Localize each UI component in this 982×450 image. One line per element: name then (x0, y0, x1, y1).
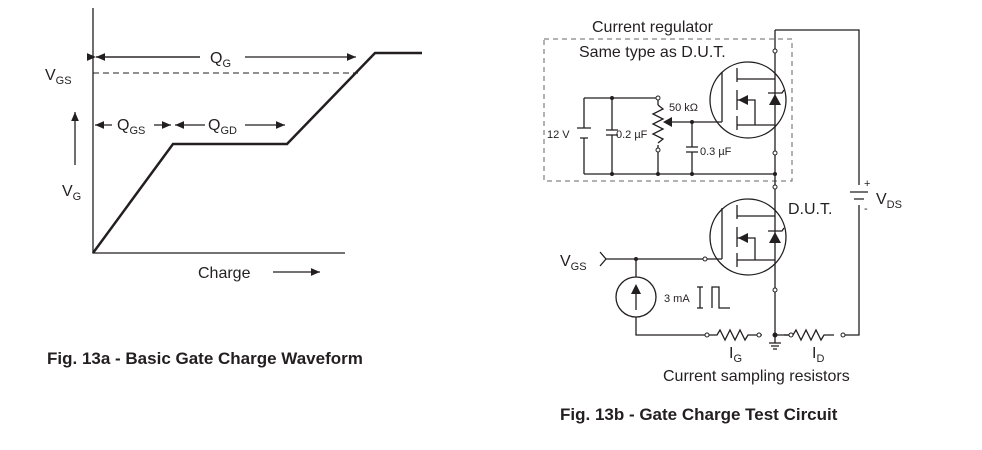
dut-mosfet (709, 198, 787, 276)
resistors-label: Current sampling resistors (663, 368, 850, 385)
svg-text:0.3 µF: 0.3 µF (700, 146, 732, 158)
regulator-box (543, 38, 793, 182)
svg-text:3 mA: 3 mA (664, 293, 690, 305)
ground-icon (769, 335, 781, 350)
gate-charge-waveform: QG QGS QGD VGS VG Charge Fig. 13a - Basi… (45, 8, 422, 368)
svg-text:0.2 µF: 0.2 µF (616, 129, 648, 141)
fig-13b-caption: Fig. 13b - Gate Charge Test Circuit (560, 405, 838, 424)
gate-charge-test-circuit: Current regulator Same type as D.U.T. + … (543, 19, 902, 424)
charge-label: Charge (198, 265, 251, 282)
svg-text:-: - (864, 203, 868, 215)
waveform-line (91, 51, 422, 254)
qgs-label: QGS (117, 117, 145, 137)
fig-13a-caption: Fig. 13a - Basic Gate Charge Waveform (47, 349, 363, 368)
qgd-label: QGD (208, 117, 237, 137)
svg-text:+: + (864, 178, 870, 190)
regulator-mosfet (709, 61, 787, 139)
svg-text:12 V: 12 V (547, 129, 570, 141)
vg-label: VG (62, 183, 81, 203)
ig-label: IG (729, 345, 742, 365)
vds-battery (850, 191, 868, 200)
svg-text:50 kΩ: 50 kΩ (669, 102, 698, 114)
potentiometer (651, 104, 665, 144)
vds-label: VDS (876, 191, 902, 211)
id-label: ID (812, 345, 824, 365)
qg-label: QG (210, 50, 231, 70)
dut-label: D.U.T. (788, 201, 832, 218)
sampling-resistors (709, 328, 834, 342)
vgs-input-label: VGS (560, 253, 587, 273)
vgs-label: VGS (45, 67, 72, 87)
current-source (615, 276, 657, 318)
same-type-label: Same type as D.U.T. (579, 44, 726, 61)
regulator-label: Current regulator (592, 19, 714, 36)
